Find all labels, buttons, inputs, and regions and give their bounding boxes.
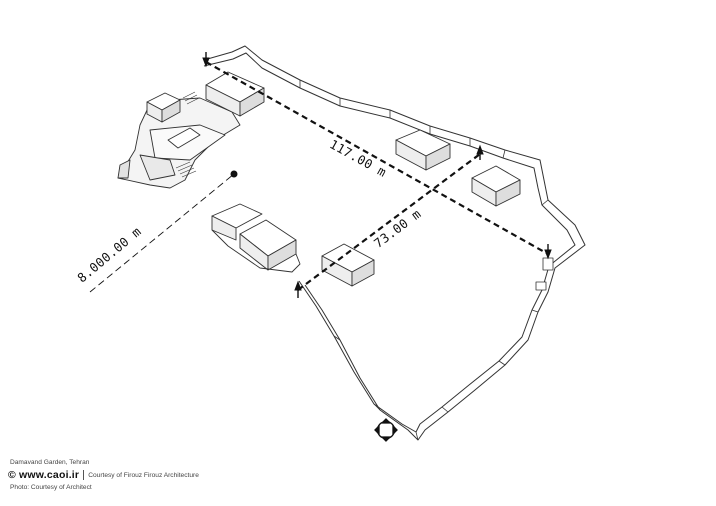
dimension-line-distance bbox=[89, 173, 235, 293]
credit-line: © www.caoi.ir Courtesy of Firouz Firouz … bbox=[8, 469, 199, 481]
photo-credit: Photo: Courtesy of Architect bbox=[10, 484, 92, 491]
pavilion-blocks bbox=[211, 129, 521, 287]
caoi-logo[interactable]: © www.caoi.ir bbox=[8, 469, 80, 481]
architect-credit: Courtesy of Firouz Firouz Architecture bbox=[88, 471, 199, 479]
project-caption: Damavand Garden, Tehran bbox=[10, 459, 90, 466]
dimension-line-long bbox=[205, 61, 549, 255]
dimension-label-long: 117.00 m bbox=[327, 136, 389, 179]
dimension-line-short bbox=[297, 153, 481, 291]
dimension-markers bbox=[202, 52, 552, 298]
reference-point-dot bbox=[230, 170, 238, 178]
perimeter-wall bbox=[203, 45, 586, 441]
entrance-building-complex bbox=[117, 71, 265, 189]
compass-rotate-icon bbox=[374, 418, 398, 442]
dimension-lines bbox=[89, 61, 549, 293]
divider bbox=[83, 470, 85, 480]
